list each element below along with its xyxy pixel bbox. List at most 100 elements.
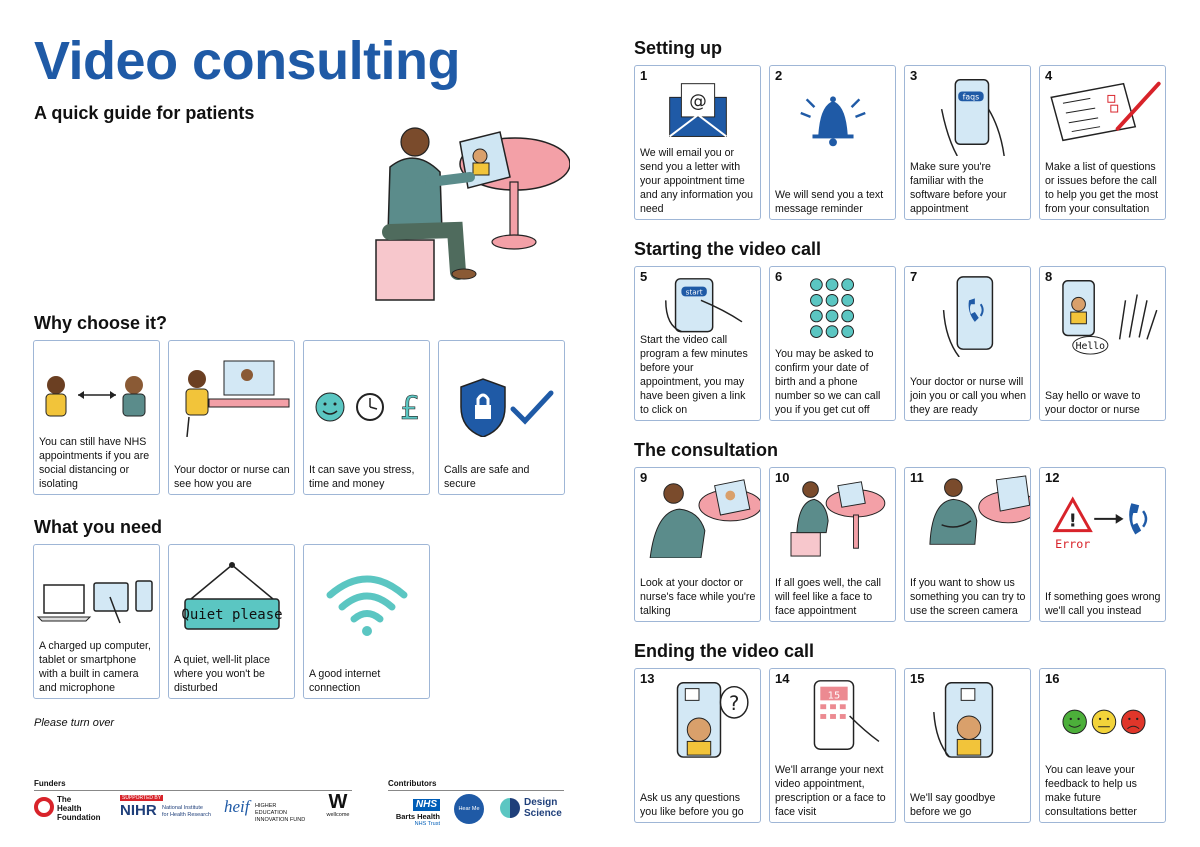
card-caption: We'll arrange your next video appointmen… [775,764,886,818]
why-card-4: Calls are safe and secure [438,340,565,495]
step-number: 15 [910,671,925,686]
card-caption: Make sure you're familiar with the softw… [910,161,1007,215]
doctor-screen-icon [185,360,290,437]
phone-goodbye-icon [933,682,994,758]
step-number: 2 [775,68,783,83]
need-heading: What you need [34,517,163,537]
need-card-1: A charged up computer, tablet or smartph… [33,544,160,699]
sign-text: Quiet please [181,607,282,623]
patient-table-icon [790,481,886,557]
why-heading: Why choose it? [34,313,168,333]
card-caption: Say hello or wave to your doctor or nurs… [1045,390,1141,416]
card-caption: A quiet, well-lit place where you won't … [174,654,270,694]
logo-hear-me[interactable]: Hear Me [454,794,484,824]
shield-check-icon [460,378,554,437]
phone-start-icon: start [665,278,743,333]
step-number: 7 [910,269,918,284]
hero-patient-illustration [375,127,570,301]
svg-text:£: £ [400,389,420,427]
bubble-text: Hello [1076,341,1106,352]
logo-nihr[interactable]: SUPPORTED BY NIHR National Institute for… [120,795,211,819]
screen-text: start [686,287,703,296]
card-caption: You can leave your feedback to help us m… [1045,764,1137,818]
step-number: 4 [1045,68,1053,83]
step-card-8: 8 Hello Say hello or wave to your doctor… [1039,266,1166,421]
logo-design-science[interactable]: Design Science [500,796,566,822]
section-heading-starting: Starting the video call [634,239,822,259]
card-caption: Your doctor or nurse will join you or ca… [910,376,1027,416]
card-caption: Your doctor or nurse can see how you are [174,464,290,490]
card-caption: Make a list of questions or issues befor… [1045,161,1159,215]
bell-icon [800,96,866,147]
step-card-5: 5 start Start the video call program a f… [634,266,761,421]
patient-look-icon [649,479,760,558]
svg-text:?: ? [729,692,739,715]
step-card-7: 7 Your doctor or nurse will join you or … [904,266,1031,421]
step-card-2: 2 We will send you a text message remind… [769,65,896,220]
section-heading-ending: Ending the video call [634,641,815,661]
card-caption: You can still have NHS appointments if y… [39,436,150,490]
card-caption: If something goes wrong we'll call you i… [1045,591,1161,617]
health-foundation-ring-icon [34,797,54,817]
logo-health-foundation[interactable]: The Health Foundation [34,795,104,823]
devices-icon [36,580,153,624]
card-caption: It can save you stress, time and money [309,464,415,490]
card-caption: You may be asked to confirm your date of… [775,348,881,416]
card-caption: A good internet connection [309,668,381,694]
phone-call-icon [942,276,994,357]
people-distance-icon [45,376,146,417]
step-number: 8 [1045,269,1053,284]
why-card-3: £ It can save you stress, time and money [303,340,430,495]
email-icon: @ [669,83,727,138]
logo-wellcome[interactable]: W wellcome [326,791,350,818]
contributors-divider [388,790,564,791]
card-caption: We will send you a text message reminder [775,189,884,215]
feedback-faces-icon [1062,709,1146,735]
step-number: 14 [775,671,790,686]
card-caption: We'll say goodbye before we go [910,792,996,818]
why-card-1: You can still have NHS appointments if y… [33,340,160,495]
step-number: 9 [640,470,648,485]
card-caption: Look at your doctor or nurse's face whil… [640,577,756,617]
hello-wave-icon: Hello [1062,280,1158,355]
smile-clock-pound-icon: £ [315,389,421,427]
step-card-13: 13 ? Ask us any questions you like befor… [634,668,761,823]
page-subtitle: A quick guide for patients [34,103,255,123]
step-number: 12 [1045,470,1060,485]
page-title: Video consulting [34,31,461,91]
need-card-3: A good internet connection [303,544,430,699]
step-number: 1 [640,68,648,83]
error-text: Error [1055,537,1090,551]
step-card-16: 16 You can leave your feedback to help u… [1039,668,1166,823]
patient-show-icon [929,475,1030,545]
card-caption: A charged up computer, tablet or smartph… [39,640,151,694]
card-caption: If all goes well, the call will feel lik… [775,577,881,617]
step-card-6: 6 You may be asked to confirm your date … [769,266,896,421]
error-call-icon: ! Error [1052,496,1148,551]
card-caption: Calls are safe and secure [444,464,530,490]
logo-heif[interactable]: heif HIGHER EDUCATION INNOVATION FUND [224,797,306,823]
step-number: 5 [640,269,648,284]
design-science-circle-icon [500,798,520,818]
step-card-15: 15 We'll say goodbye before we go [904,668,1031,823]
step-card-9: 9 Look at your doctor or nurse's face wh… [634,467,761,622]
phone-question-icon: ? [676,682,749,758]
need-card-2: Quiet please A quiet, well-lit place whe… [168,544,295,699]
screen-text: 15 [828,690,840,701]
step-card-10: 10 If all goes well, the call will feel … [769,467,896,622]
step-card-11: 11 If you want to show us something you … [904,467,1031,622]
step-card-12: 12 ! Error If something goes wrong we'll… [1039,467,1166,622]
card-caption: Start the video call program a few minut… [640,334,748,416]
logo-barts-health[interactable]: NHS Barts Health NHS Trust [395,799,440,827]
turn-over-note: Please turn over [34,717,115,729]
funders-label: Funders [34,779,66,788]
why-card-2: Your doctor or nurse can see how you are [168,340,295,495]
step-card-1: 1 @ We will email you or send you a lett… [634,65,761,220]
step-number: 3 [910,68,918,83]
svg-text:!: ! [1069,512,1077,532]
wifi-icon [326,575,408,636]
step-number: 6 [775,269,783,284]
step-card-4: 4 Make a list of questions or issues bef… [1039,65,1166,220]
section-heading-setting-up: Setting up [634,38,722,58]
keypad-icon [810,278,855,338]
